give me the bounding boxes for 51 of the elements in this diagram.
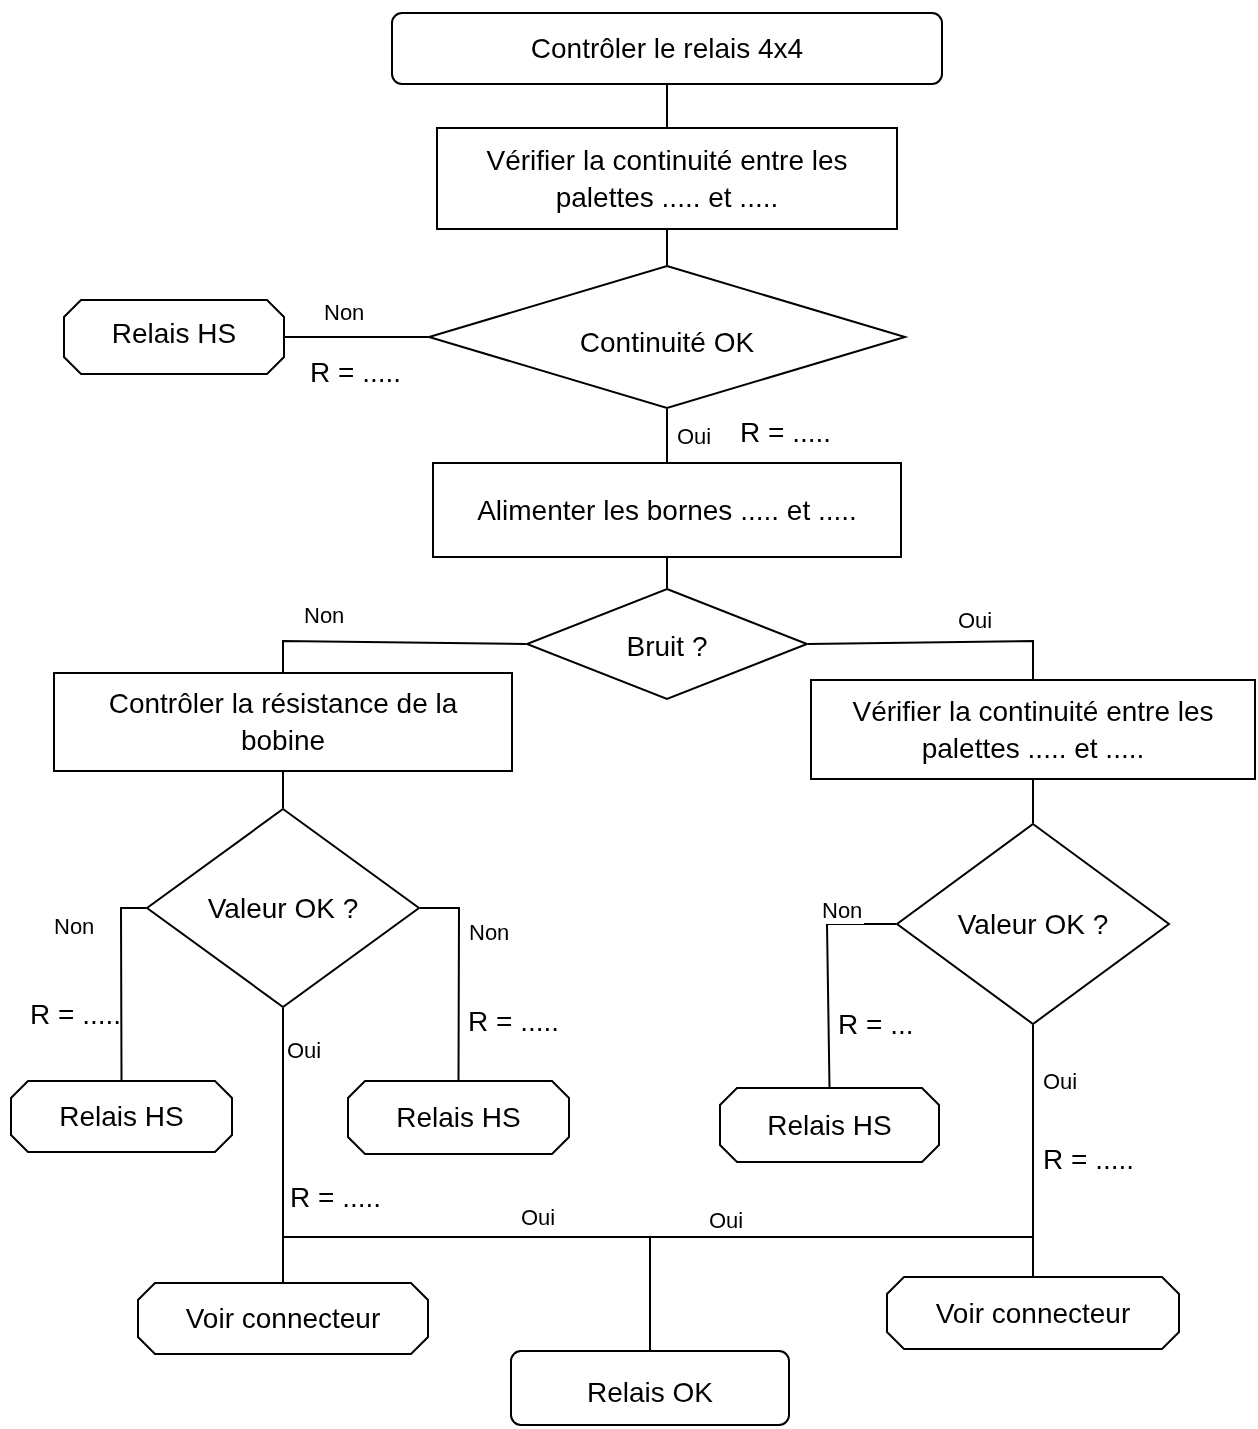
resistance-note: R = ..... xyxy=(468,1006,560,1038)
connector-line xyxy=(282,640,527,673)
result-box xyxy=(10,1080,233,1153)
process-box xyxy=(432,462,902,558)
resistance-note: R = ..... xyxy=(1043,1144,1135,1176)
connector-line xyxy=(419,907,460,1081)
connector-line xyxy=(666,408,668,463)
connector-line xyxy=(1032,779,1034,824)
resistance-note: R = ..... xyxy=(290,1182,382,1214)
result-box xyxy=(886,1276,1180,1350)
resistance-note: R = ..... xyxy=(30,999,122,1031)
node-text: Valeur OK ? xyxy=(206,891,360,926)
node-text: Contrôler le relais 4x4 xyxy=(529,32,805,66)
decision-diamond xyxy=(146,808,420,1008)
connector-line xyxy=(120,907,147,1081)
node-text: Voir connecteur xyxy=(184,1302,382,1336)
connector-line xyxy=(282,771,284,809)
node-text: Relais OK xyxy=(585,1375,714,1410)
terminal-box xyxy=(391,12,943,85)
decision-diamond xyxy=(428,265,906,409)
decision-diamond xyxy=(526,588,808,700)
result-box xyxy=(719,1087,940,1163)
node-text: Valeur OK ? xyxy=(956,907,1110,942)
node-text: Contrôler la résistance de la bobine xyxy=(107,687,459,758)
node-text: Continuité OK xyxy=(578,325,756,360)
result-box xyxy=(347,1080,570,1155)
node-text: Relais HS xyxy=(395,1101,522,1135)
node-text: Relais HS xyxy=(766,1108,893,1143)
node-text: Bruit ? xyxy=(625,629,709,664)
process-box xyxy=(53,672,513,772)
process-box xyxy=(436,127,898,230)
connector-line xyxy=(666,84,668,128)
node-text: Relais HS xyxy=(110,316,238,351)
resistance-note: R = ... xyxy=(838,1009,914,1041)
node-text: Vérifier la continuité entre les palettes ..... et ..... xyxy=(851,694,1215,766)
result-box xyxy=(137,1282,429,1355)
connector-line xyxy=(826,923,897,1088)
node-text: Voir connecteur xyxy=(934,1296,1132,1331)
decision-diamond xyxy=(896,823,1170,1025)
node-text: Alimenter les bornes ..... et ..... xyxy=(476,493,858,528)
connector-line xyxy=(807,640,1034,680)
node-text: Vérifier la continuité entre les palettes ..... et ..... xyxy=(485,143,849,215)
connector-line xyxy=(666,229,668,266)
connector-line xyxy=(666,557,668,589)
process-box xyxy=(810,679,1256,780)
resistance-note: R = ..... xyxy=(740,417,832,449)
result-box xyxy=(63,299,285,375)
connector-line xyxy=(284,336,429,338)
resistance-note: R = ..... xyxy=(310,357,402,389)
node-text: Relais HS xyxy=(58,1100,185,1134)
terminal-box xyxy=(510,1350,790,1426)
